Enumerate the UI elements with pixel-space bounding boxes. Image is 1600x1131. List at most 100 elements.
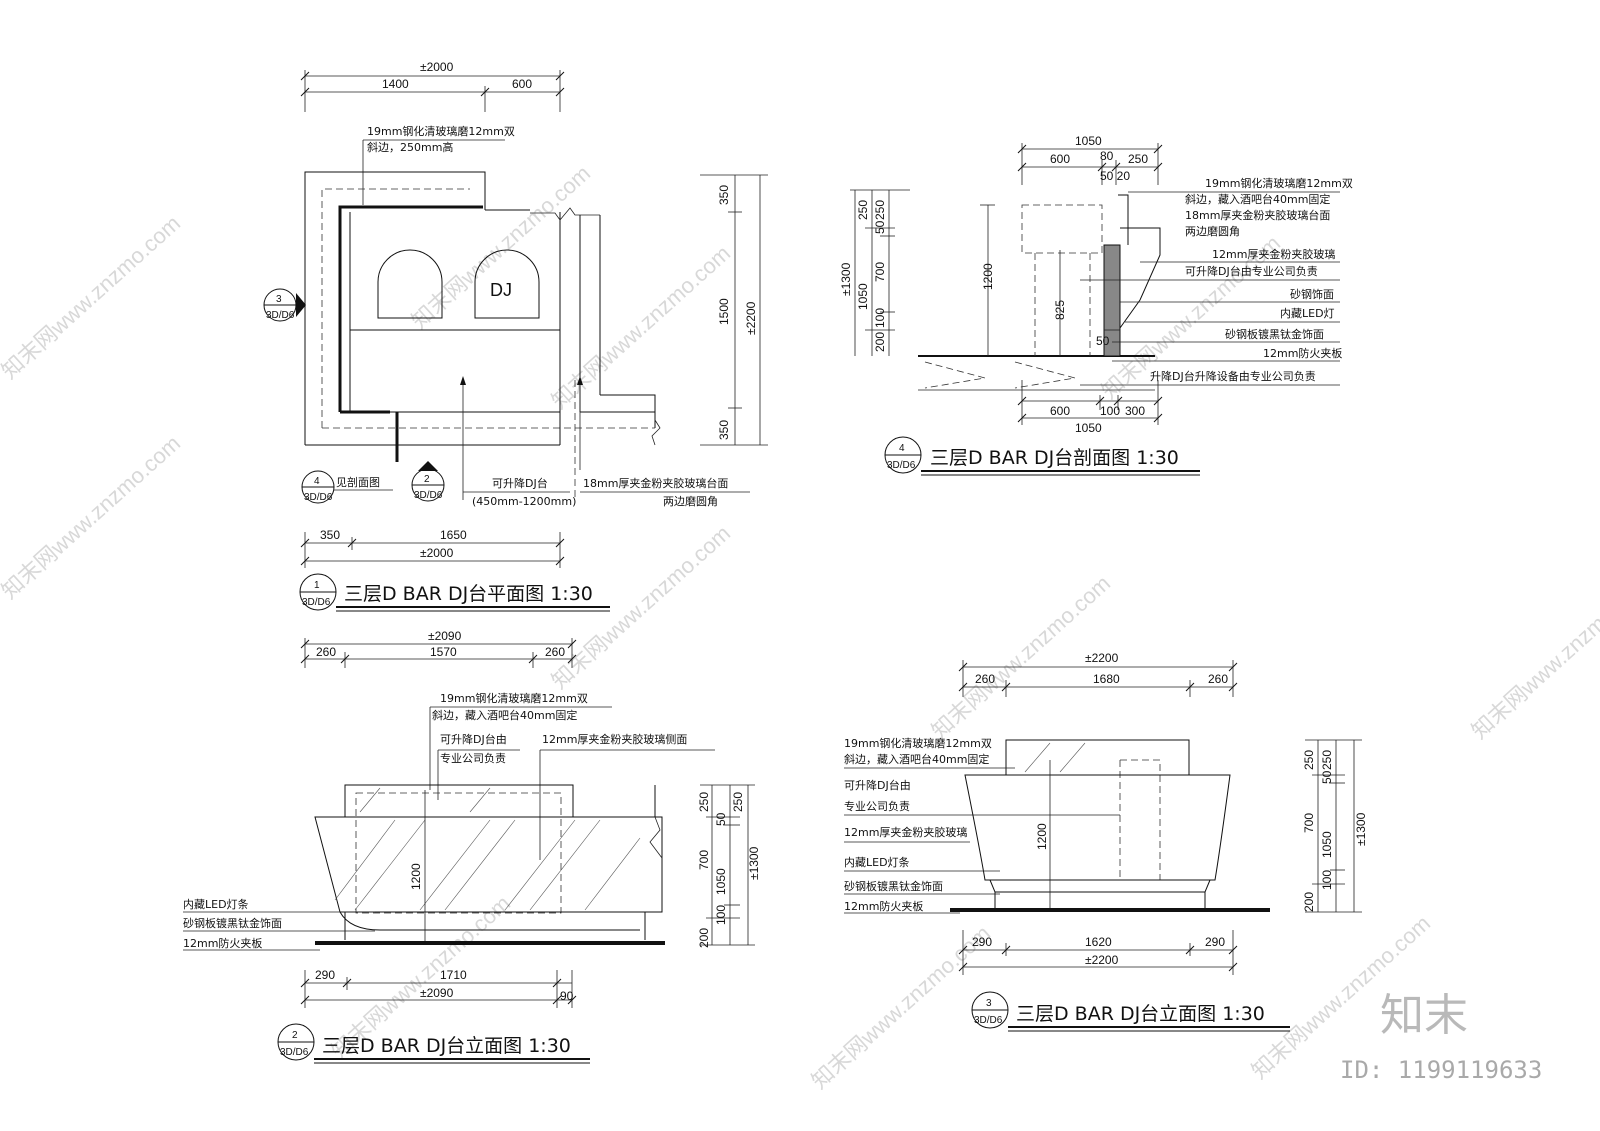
title-tag-sheet: 3D/D6 (302, 597, 331, 608)
dim-1200: 1200 (1035, 823, 1049, 850)
plan-title-block: 1 3D/D6 三层D BAR DJ台平面图 1:30 (299, 573, 610, 612)
note-section-ref: 见剖面图 (336, 475, 380, 489)
dim-1400: 1400 (382, 77, 409, 91)
note-board: 12mm防火夹板 (183, 936, 262, 950)
dim-700: 700 (1302, 813, 1316, 833)
elev3-title-block: 3 3D/D6 三层D BAR DJ台立面图 1:30 (971, 991, 1290, 1032)
section-note: 内藏LED灯 (1280, 306, 1335, 320)
watermark-text: 知末网www.znzmo.com (0, 211, 185, 384)
dim-250-b: 250 (731, 792, 745, 812)
note-glass-2: 斜边，藏入酒吧台40mm固定 (844, 752, 989, 766)
note-steel: 砂钢板镀黑钛金饰面 (844, 879, 943, 893)
dim-total-top: ±2000 (420, 60, 454, 74)
dim-1050: 1050 (1320, 831, 1334, 858)
dim-290: 290 (315, 968, 335, 982)
dim-1200: 1200 (409, 863, 423, 890)
dim-1570: 1570 (430, 645, 457, 659)
note-side: 12mm厚夹金粉夹胶玻璃侧面 (542, 732, 687, 746)
dim-90: 90 (560, 989, 574, 1003)
dim-1710: 1710 (440, 968, 467, 982)
note-led: 内藏LED灯条 (183, 897, 249, 911)
dim-250-b: 250 (1320, 750, 1334, 770)
dim-250-top: 250 (1128, 152, 1148, 166)
dim-700: 700 (873, 262, 887, 282)
note-lift-2: (450mm-1200mm) (472, 495, 576, 508)
title-tag-num: 1 (314, 580, 320, 591)
glass-hatch (334, 787, 641, 911)
dim-350-left: 350 (320, 528, 340, 542)
note-lift-2: 专业公司负责 (844, 799, 910, 813)
title-tag-num: 2 (292, 1030, 298, 1041)
note-lift-1: 可升降DJ台 (492, 476, 548, 490)
dim-100: 100 (714, 905, 728, 925)
section-note: 升降DJ台升降设备由专业公司负责 (1150, 369, 1316, 383)
dim-total-right: ±2200 (744, 301, 758, 335)
watermark-text: 知末网www.znzmo.com (547, 241, 735, 414)
section-notes: 19mm钢化清玻璃磨12mm双 斜边，藏入酒吧台40mm固定 18mm厚夹金粉夹… (1080, 176, 1353, 386)
dim-100-bot: 100 (1100, 404, 1120, 418)
section-note: 18mm厚夹金粉夹胶玻璃台面 (1185, 208, 1330, 222)
callout-section-4[interactable]: 4 3D/D6 见剖面图 (301, 470, 393, 504)
note-lift-2: 专业公司负责 (440, 751, 506, 765)
dim-260-right: 260 (545, 645, 565, 659)
watermark-text: 知末网www.znzmo.com (0, 431, 185, 604)
dim-50: 50 (1320, 770, 1334, 784)
callout-num: 4 (314, 476, 320, 487)
dim-825: 825 (1053, 300, 1067, 320)
elev3-notes: 19mm钢化清玻璃磨12mm双 斜边，藏入酒吧台40mm固定 可升降DJ台由 专… (844, 736, 1120, 914)
dim-1620: 1620 (1085, 935, 1112, 949)
dim-250-a: 250 (1302, 750, 1316, 770)
image-id: ID: 1199119633 (1340, 1056, 1542, 1084)
section-note: 砂钢饰面 (1290, 287, 1334, 301)
dim-260-left: 260 (316, 645, 336, 659)
dim-total-bottom: ±2200 (1085, 953, 1119, 967)
section-note: 两边磨圆角 (1185, 225, 1240, 238)
section-note: 12mm防火夹板 (1263, 346, 1342, 360)
dim-50: 50 (714, 812, 728, 826)
watermark-layer: 知末网www.znzmo.com 知末网www.znzmo.com 知末网www… (0, 161, 1600, 1094)
dim-250-a: 250 (697, 792, 711, 812)
note-top-1: 18mm厚夹金粉夹胶玻璃台面 (583, 476, 728, 490)
callout-sheet: 3D/D6 (266, 310, 295, 321)
dim-200: 200 (697, 928, 711, 948)
dim-1500: 1500 (717, 298, 731, 325)
callout-sheet: 3D/D6 (414, 490, 443, 501)
dim-total-top: ±2090 (428, 629, 462, 643)
watermark-text: 知末网www.znzmo.com (407, 161, 595, 334)
dim-350-bot-r: 350 (717, 420, 731, 440)
dim-1650: 1650 (440, 528, 467, 542)
title-tag-num: 4 (899, 443, 905, 454)
dim-600: 600 (512, 77, 532, 91)
title-tag-sheet: 3D/D6 (974, 1015, 1003, 1026)
dim-600-top: 600 (1050, 152, 1070, 166)
dim-1680: 1680 (1093, 672, 1120, 686)
dim-100-v: 100 (873, 308, 887, 328)
plan-title: 三层D BAR DJ台平面图 1:30 (344, 583, 593, 605)
dim-50-20: 50 20 (1100, 169, 1130, 183)
dim-1300: ±1300 (1354, 812, 1368, 846)
note-glass-2: 斜边，250mm高 (367, 140, 453, 154)
callout-section-3[interactable]: 3 3D/D6 (263, 288, 306, 322)
callout-elevation-2[interactable]: 2 3D/D6 (411, 461, 445, 502)
section-note: 斜边，藏入酒吧台40mm固定 (1185, 192, 1330, 206)
watermark-text: 知末网www.znzmo.com (1467, 571, 1600, 744)
section-view: 1050 600 80 250 50 20 250 250 50 700 ±13… (839, 134, 1353, 476)
dim-200: 200 (1302, 892, 1316, 912)
dim-600-bot: 600 (1050, 404, 1070, 418)
brand-logo: 知末 (1380, 990, 1468, 1041)
dim-1200: 1200 (981, 263, 995, 290)
note-glass3: 12mm厚夹金粉夹胶玻璃 (844, 825, 967, 839)
dim-1050: 1050 (714, 868, 728, 895)
dim-1300: ±1300 (839, 262, 853, 296)
callout-num: 3 (276, 294, 282, 305)
elevation-3-view: ±2200 260 1680 260 1200 19mm钢化清玻璃磨12mm双 … (844, 651, 1368, 1032)
dim-100: 100 (1320, 870, 1334, 890)
section-title: 三层D BAR DJ台剖面图 1:30 (930, 447, 1179, 469)
section-note: 砂钢板镀黑钛金饰面 (1225, 327, 1324, 341)
dim-250-b: 250 (873, 200, 887, 220)
note-lift-1: 可升降DJ台由 (440, 732, 507, 746)
note-glass-1: 19mm钢化清玻璃磨12mm双 (844, 736, 992, 750)
note-led: 内藏LED灯条 (844, 855, 910, 869)
elev2-title-block: 2 3D/D6 三层D BAR DJ台立面图 1:30 (277, 1023, 590, 1064)
callout-sheet: 3D/D6 (304, 492, 333, 503)
